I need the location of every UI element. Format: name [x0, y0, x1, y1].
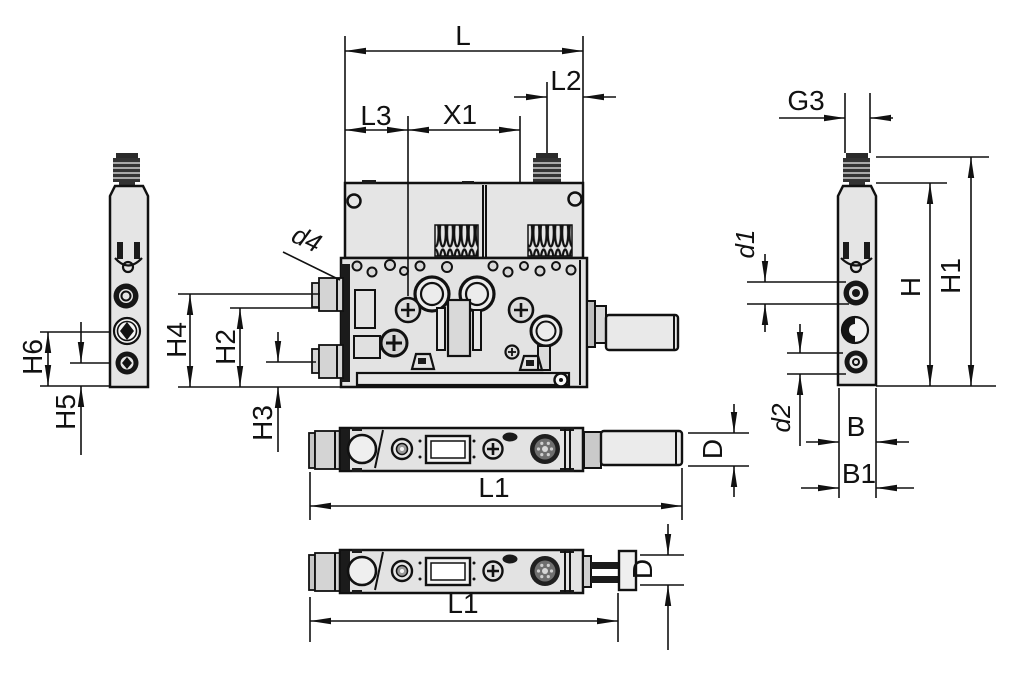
plug-thread-right	[843, 153, 870, 185]
adjustment-screw	[379, 328, 409, 358]
dim-label-H4: H4	[161, 322, 192, 358]
dim-label-H: H	[895, 277, 926, 297]
dim-label-L1-top-view: L1	[478, 472, 509, 503]
mounting-hole-right	[567, 191, 583, 207]
dim-label-d4: d4	[287, 219, 326, 258]
dim-label-d1: d1	[730, 230, 760, 259]
exhaust-prongs	[582, 549, 638, 592]
left-side-view	[108, 153, 150, 389]
mounting-screw-left	[394, 296, 422, 324]
push-in-fitting-top	[311, 277, 344, 312]
top-view-open-exhaust	[308, 548, 638, 595]
dim-label-L2: L2	[550, 65, 581, 96]
dim-label-L: L	[455, 20, 471, 51]
vacuum-port-right	[843, 280, 869, 306]
dim-label-B1: B1	[842, 458, 876, 489]
plug-thread-left	[113, 153, 140, 185]
dim-label-H3: H3	[247, 405, 278, 441]
silencer-vent-left	[434, 224, 479, 257]
spring-clips-right	[840, 242, 873, 274]
display-panel-top	[424, 434, 472, 465]
button-screw-top	[482, 438, 504, 460]
dim-label-L1-bottom-view: L1	[447, 588, 478, 619]
mounting-screw-right	[507, 296, 535, 324]
spring-clips-left	[114, 242, 143, 274]
dimension-lines	[40, 36, 996, 650]
mounting-hole-left	[346, 193, 362, 209]
top-view-silencer	[308, 426, 684, 473]
m12-connector-bottom	[530, 556, 560, 586]
dim-label-H2: H2	[210, 329, 241, 365]
m12-connector-top	[530, 434, 560, 464]
silencer-top-view	[583, 429, 684, 469]
front-view	[311, 153, 680, 389]
exhaust-port-left	[115, 351, 139, 375]
silencer	[586, 300, 680, 352]
dim-label-D-top-view: D	[697, 439, 728, 459]
suction-port-bottom	[346, 555, 378, 587]
display-panel-bottom	[424, 556, 472, 587]
dim-label-B: B	[847, 411, 866, 442]
pressure-port-left	[112, 316, 142, 346]
bolt-row	[351, 259, 577, 278]
regulator-knob-bottom	[390, 559, 414, 583]
right-side-view	[836, 153, 878, 387]
dim-label-G3: G3	[787, 85, 824, 116]
dimension-labels: L L2 L3 X1 d4 H4 H2 H3 H6 H5 G3 d1 d2 H …	[17, 20, 966, 619]
pressure-port-right	[840, 315, 870, 345]
dim-label-d2: d2	[766, 403, 796, 432]
dim-label-L3: L3	[360, 100, 391, 131]
vacuum-port-left	[113, 283, 139, 309]
dim-label-D-bottom-view: D	[627, 559, 658, 579]
silencer-vent-right	[527, 224, 573, 257]
exhaust-port-right	[844, 350, 868, 374]
regulator-knob-top	[390, 437, 414, 461]
button-screw-bottom	[482, 560, 504, 582]
dim-label-H5: H5	[50, 394, 81, 430]
dim-label-H6: H6	[17, 339, 48, 375]
suction-port-top	[346, 433, 378, 465]
dim-label-X1: X1	[443, 99, 477, 130]
dim-label-H1: H1	[935, 258, 966, 294]
plug-thread-top	[533, 153, 561, 185]
push-in-fitting-bottom	[311, 344, 344, 379]
